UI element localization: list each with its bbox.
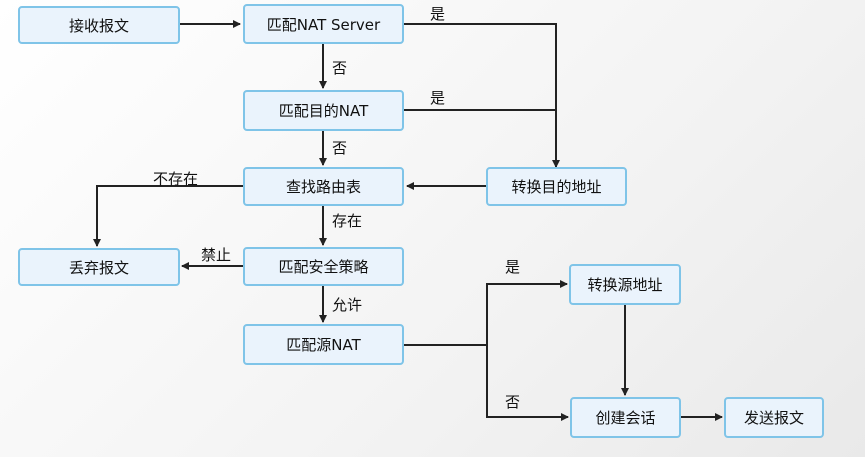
arrow-src-yes — [486, 280, 568, 345]
node-convert-dest-label: 转换目的地址 — [511, 178, 602, 196]
node-match-src-nat: 匹配源NAT — [243, 324, 404, 365]
node-drop-label: 丢弃报文 — [68, 258, 129, 277]
label-src-yes: 是 — [505, 258, 521, 276]
node-lookup-route: 查找路由表 — [243, 167, 404, 206]
node-lookup-route-label: 查找路由表 — [285, 178, 361, 196]
node-match-dest-nat: 匹配目的NAT — [243, 90, 404, 131]
node-convert-src: 转换源地址 — [569, 264, 681, 305]
label-src-no: 否 — [505, 393, 521, 411]
label-dest-yes: 是 — [430, 89, 446, 107]
node-convert-src-label: 转换源地址 — [587, 276, 663, 294]
label-policy-allow: 允许 — [332, 296, 363, 314]
node-receive: 接收报文 — [18, 6, 180, 44]
node-match-src-nat-label: 匹配源NAT — [286, 336, 361, 354]
label-server-yes: 是 — [430, 5, 446, 23]
node-create-session: 创建会话 — [570, 397, 681, 438]
label-dest-no: 否 — [332, 139, 348, 157]
node-send-label: 发送报文 — [743, 409, 804, 427]
arrow-route-missing — [93, 185, 243, 247]
node-receive-label: 接收报文 — [68, 16, 129, 35]
node-send: 发送报文 — [724, 397, 824, 438]
arrow-src-no — [486, 345, 569, 421]
label-route-missing: 不存在 — [153, 170, 199, 188]
arrow-server-yes — [404, 23, 560, 168]
label-server-no: 否 — [332, 59, 348, 77]
node-drop: 丢弃报文 — [18, 248, 180, 286]
node-match-policy-label: 匹配安全策略 — [278, 258, 369, 276]
node-create-session-label: 创建会话 — [595, 409, 656, 427]
node-match-dest-nat-label: 匹配目的NAT — [278, 102, 369, 120]
label-route-exists: 存在 — [332, 212, 363, 230]
node-match-policy: 匹配安全策略 — [243, 247, 404, 286]
label-policy-deny: 禁止 — [201, 246, 232, 264]
node-match-nat-server-label: 匹配NAT Server — [266, 15, 381, 34]
node-convert-dest: 转换目的地址 — [486, 167, 627, 206]
node-match-nat-server: 匹配NAT Server — [243, 4, 404, 44]
